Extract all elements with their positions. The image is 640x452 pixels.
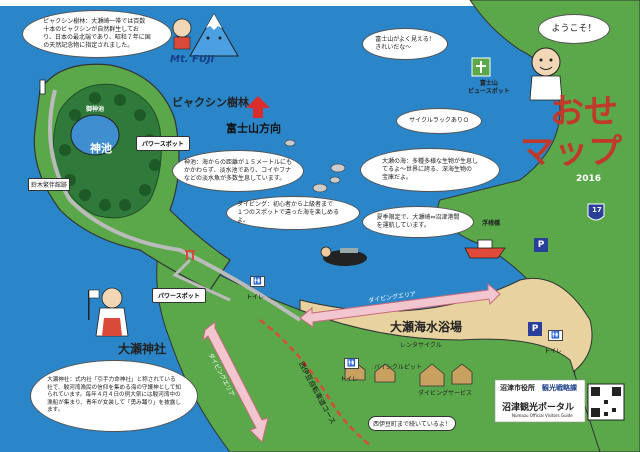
shrine-maiden-icon xyxy=(88,287,129,337)
toilet-sign-2: 🚻 xyxy=(344,358,359,369)
greeting-text: ようこそ！ xyxy=(551,24,597,34)
title-main-a: おせ xyxy=(550,92,618,132)
mascot-top-icon xyxy=(172,18,192,50)
ferry-icon xyxy=(464,247,506,259)
route-17-shield-icon xyxy=(587,203,605,221)
kamiike-lake-label: 御神池 xyxy=(86,106,105,113)
torii-icon xyxy=(185,250,195,252)
direction-label: 富士山方向 xyxy=(226,122,281,135)
toilet-label-3: トイレ xyxy=(544,348,563,355)
toilet-label-1: トイレ xyxy=(246,294,265,301)
mt-fuji-logo: Mt. FUJI xyxy=(170,54,215,65)
north-arrow-icon xyxy=(246,96,270,118)
bicycle-pit-label: バイシクルピット xyxy=(374,364,422,371)
route-17-label: 17 xyxy=(592,206,602,214)
footer-org2: 観光戦略課 xyxy=(542,384,577,392)
footer-org1: 沼津市役所 xyxy=(500,384,535,392)
bubble-byakushin: ビャクシン樹林：大瀬崎一帯では百数 十本のビャクシンが自然群生してお り、日本の… xyxy=(22,10,172,58)
title-main-b: マップ xyxy=(520,132,622,172)
mt-fuji-icon xyxy=(189,12,239,57)
footer-panel xyxy=(494,379,586,423)
parking-sign-2: P xyxy=(528,322,542,336)
power-spot-1: パワースポット xyxy=(136,136,190,151)
toilet-label-2: トイレ xyxy=(340,376,359,383)
suzuki-marker-label: 鈴木繁伴館跡 xyxy=(28,178,71,191)
footer-portal: 沼津観光ポータル xyxy=(502,403,575,413)
osejinja-label: 大瀬神社 xyxy=(118,342,167,356)
kamiike-label: 神池 xyxy=(90,142,112,155)
lighthouse-icon xyxy=(39,79,46,95)
buildings xyxy=(344,361,473,387)
bubble-diving: ダイビング：初心者から上級者まで １つのスポットで違った海を楽しめるよ。 xyxy=(226,196,360,230)
title-year: 2016 xyxy=(576,174,602,184)
bike-route xyxy=(259,319,371,446)
rental-label: レンタサイクル xyxy=(400,342,442,349)
bubble-fuji-view: 富士山がよく見える！ きれいだな～ xyxy=(362,28,448,60)
bubble-kamiike: 神池：海からの距離が１５メートルにも かかわらず、淡水池であり、コイやフナ など… xyxy=(172,150,304,192)
qr-code-icon xyxy=(587,383,625,421)
welcome-boy-icon xyxy=(529,47,563,101)
bubble-shrine: 大瀬神社：式内社「引手力命神社」と称されている 社で、駿河湾漁民の信仰を集める海… xyxy=(30,360,198,432)
power-spot-2: パワースポット xyxy=(152,288,206,303)
toilet-sign-3: 🚻 xyxy=(548,330,563,341)
pier-label: 浮桟橋 xyxy=(482,220,501,227)
bubble-ferry: 夏季限定で、大瀬崎⇔沼津港間 を運航しています。 xyxy=(362,206,474,238)
bubble-sea: 大瀬の海：多種多様な生物が生息し てるよ～世界に誇る、深海生物の 宝庫だよ。 xyxy=(360,148,500,192)
greeting-bubble: ようこそ！ xyxy=(538,14,610,44)
road-note: 西伊豆町まで続いているよ！ xyxy=(368,416,456,431)
dive-area-arrows xyxy=(202,282,501,443)
side-road xyxy=(172,258,231,302)
peninsula-road xyxy=(48,89,302,322)
fuji-view-spot-label: 富士山 ビュースポット xyxy=(468,80,510,95)
beach-label: 大瀬海水浴場 xyxy=(390,320,463,334)
south-shore xyxy=(156,239,601,452)
footer-portal-sub: Numazu Official Visitors Guide xyxy=(512,413,573,418)
toilet-sign-1: 🚻 xyxy=(250,276,265,287)
fish-icons xyxy=(284,139,346,193)
bubble-cycle-rack: サイクルラックありＯ xyxy=(396,108,482,134)
parking-sign-1: P xyxy=(534,238,548,252)
diving-service-label: ダイビングサービス xyxy=(418,390,473,397)
kamiike-pond xyxy=(70,114,120,156)
byakushin-forest-label: ビャクシン樹林 xyxy=(172,96,249,109)
diver-icon xyxy=(320,246,367,266)
